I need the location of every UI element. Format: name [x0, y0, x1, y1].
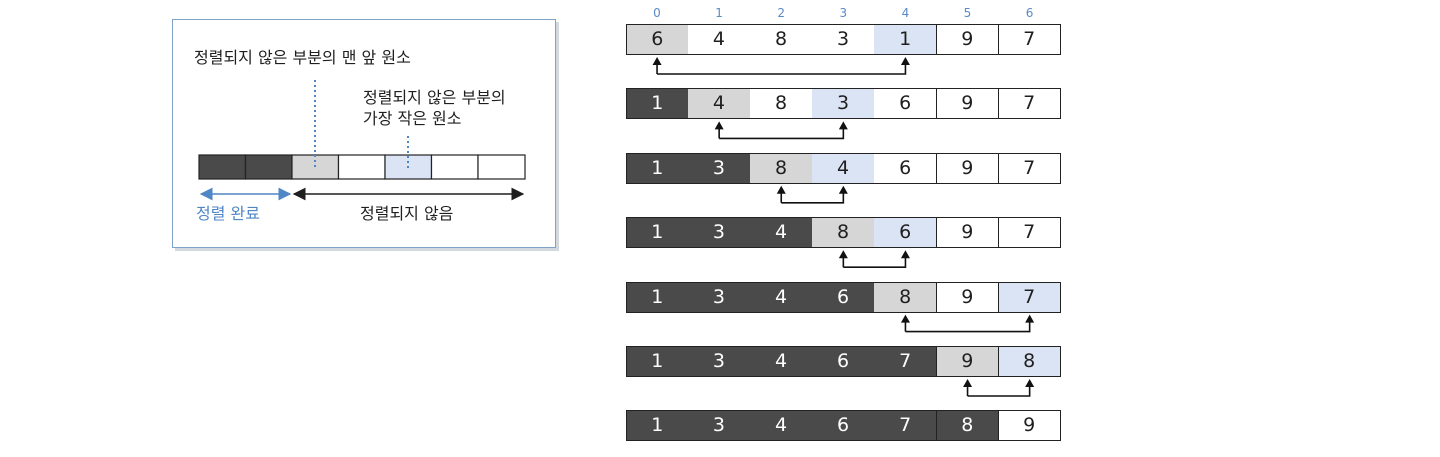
index-label: 0: [653, 6, 661, 20]
swap-arrow-head: [900, 250, 910, 259]
array-cell: 6: [874, 88, 937, 120]
array-cell: 6: [874, 152, 937, 184]
sorted-cell: 3: [688, 217, 751, 249]
unsorted-label: 정렬되지 않음: [360, 204, 454, 223]
sorted-cell: 1: [626, 88, 689, 120]
array-cell: 7: [998, 24, 1061, 55]
sorted-cell: 6: [812, 281, 875, 313]
front-element-label: 정렬되지 않은 부분의 맨 앞 원소: [194, 48, 411, 67]
index-label: 1: [715, 6, 723, 20]
sorted-cell: 3: [688, 152, 751, 184]
sorted-cell: 4: [750, 410, 813, 442]
swap-arrow-head: [900, 57, 910, 65]
sorted-cell: 4: [750, 281, 813, 313]
legend-cell-plain: [337, 154, 386, 180]
index-label: 2: [777, 6, 785, 20]
sorted-cell: 4: [750, 217, 813, 249]
swap-arrow: [718, 123, 845, 140]
sorted-cell: 4: [750, 346, 813, 377]
sorted-cell: 3: [688, 346, 751, 377]
array-cell: 8: [750, 24, 813, 55]
index-label: 5: [963, 6, 972, 20]
swap-arrow-head: [1025, 314, 1035, 323]
front-cell: 8: [874, 281, 937, 313]
legend-cell-sorted: [244, 154, 293, 180]
sorted-cell: 8: [936, 410, 1000, 442]
sorted-cell: 6: [812, 346, 875, 377]
sorted-cell: 1: [626, 410, 689, 442]
swap-arrow: [904, 316, 1031, 333]
min-cell: 7: [998, 281, 1061, 313]
min-element-label-line2: 가장 작은 원소: [363, 109, 462, 128]
index-label: 4: [901, 6, 910, 20]
array-cell: 9: [936, 281, 1000, 313]
array-cell: 7: [998, 217, 1061, 249]
swap-arrow-head: [838, 185, 848, 194]
sorted-cell: 3: [688, 410, 751, 442]
array-cell: 7: [998, 152, 1061, 184]
array-cell: 9: [998, 410, 1061, 442]
front-cell: 6: [626, 24, 689, 55]
sorted-label: 정렬 완료: [196, 204, 260, 223]
front-cell: 8: [750, 152, 813, 184]
swap-arrow-head: [838, 250, 848, 259]
array-cell: 7: [998, 88, 1061, 120]
swap-arrow-head: [900, 314, 910, 323]
array-cell: 8: [750, 88, 813, 120]
swap-arrow: [780, 187, 845, 204]
array-cell: 9: [936, 24, 1000, 55]
sorted-cell: 7: [874, 410, 937, 442]
front-cell: 9: [936, 346, 1000, 377]
min-cell: 6: [874, 217, 937, 249]
sorted-cell: 1: [626, 152, 689, 184]
sorted-cell: 1: [626, 281, 689, 313]
swap-arrow: [656, 59, 907, 75]
min-cell: 1: [874, 24, 937, 55]
min-cell: 8: [998, 346, 1061, 377]
swap-arrow-head: [1025, 379, 1035, 387]
swap-arrow-head: [714, 121, 724, 130]
min-element-label-line1: 정렬되지 않은 부분의: [363, 88, 506, 107]
array-cell: 3: [812, 24, 875, 55]
front-cell: 8: [812, 217, 875, 249]
array-cell: 9: [936, 217, 1000, 249]
array-cell: 4: [688, 24, 751, 55]
swap-arrow: [842, 252, 907, 268]
index-label: 3: [839, 6, 848, 20]
sorted-cell: 6: [812, 410, 875, 442]
legend-box: [172, 19, 556, 248]
swap-arrow: [966, 381, 1031, 397]
swap-arrow-head: [963, 379, 973, 387]
swap-arrow-head: [652, 57, 662, 65]
sorted-cell: 1: [626, 217, 689, 249]
swap-arrow-head: [776, 185, 786, 194]
swap-arrow-head: [838, 121, 848, 130]
sorted-cell: 7: [874, 346, 937, 377]
legend-cell-sorted: [198, 154, 247, 180]
legend-cell-plain: [477, 154, 526, 180]
index-label: 6: [1025, 6, 1034, 20]
